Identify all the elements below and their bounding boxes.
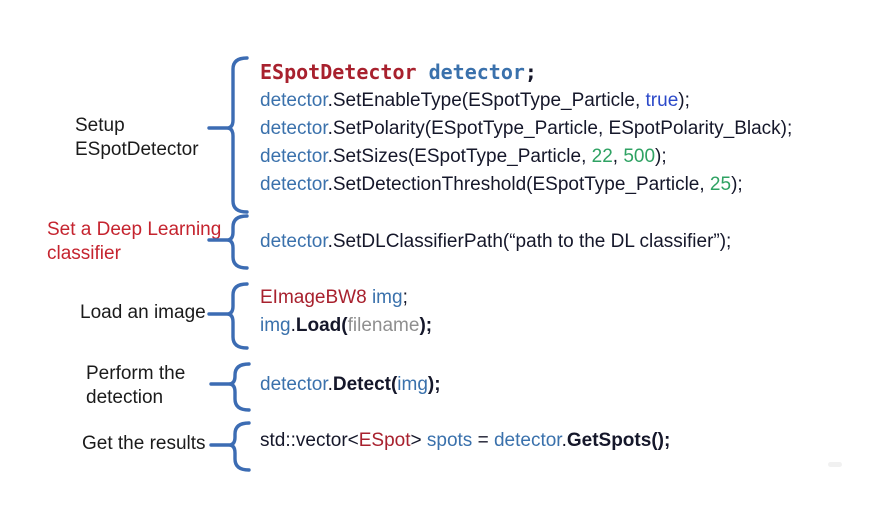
code-token: Load (295, 315, 342, 336)
code-token (417, 60, 429, 84)
label-set-dl-classifier: Set a Deep Learning classifier (47, 218, 221, 266)
code-block-load-image: EImageBW8 img;img.Load(filename); (260, 284, 432, 340)
code-token: detector (428, 60, 525, 84)
brace-results-icon (209, 421, 251, 472)
code-token: detector (260, 374, 328, 395)
code-token: .SetDetectionThreshold(ESpotType_Particl… (327, 174, 710, 195)
code-token: . (327, 374, 333, 395)
code-token: detector (260, 118, 328, 139)
code-token: ); (427, 374, 441, 395)
code-block-results: std::vector<ESpot> spots = detector.GetS… (260, 427, 670, 455)
code-token: . (561, 430, 567, 451)
brace-setup-icon (207, 56, 249, 214)
code-token: .SetPolarity(ESpotType_Particle, ESpotPo… (327, 118, 793, 139)
code-token: detector (260, 146, 328, 167)
code-token: img (397, 374, 428, 395)
code-token: ESpot (358, 430, 411, 451)
code-line: std::vector<ESpot> spots = detector.GetS… (260, 427, 670, 455)
code-line: detector.SetPolarity(ESpotType_Particle,… (260, 115, 792, 143)
code-token: Detect (332, 374, 391, 395)
label-perform-the-detection: Perform the detection (86, 362, 185, 410)
code-token: . (290, 315, 296, 336)
code-token: EImageBW8 (260, 287, 367, 308)
brace-load-image-icon (207, 282, 249, 350)
faint-artifact-mark (828, 462, 842, 467)
label-line: Get the results (82, 433, 206, 454)
code-block-detect: detector.Detect(img); (260, 371, 441, 399)
brace-path (207, 56, 249, 214)
label-line: classifier (47, 243, 121, 264)
code-token: ); (678, 90, 690, 111)
code-token: > (410, 430, 427, 451)
code-token: 500 (623, 146, 656, 167)
code-token: 22 (591, 146, 613, 167)
code-token: (); (651, 430, 671, 451)
brace-path (209, 362, 251, 412)
brace-dl-classifier-icon (207, 214, 249, 270)
code-token: ); (731, 174, 743, 195)
code-token: GetSpots (566, 430, 652, 451)
code-token: true (645, 90, 679, 111)
code-token: detector (493, 430, 562, 451)
code-token: , (612, 146, 624, 167)
code-line: detector.SetEnableType(ESpotType_Particl… (260, 87, 792, 115)
code-token: detector (260, 231, 328, 252)
code-line: detector.SetDetectionThreshold(ESpotType… (260, 171, 792, 199)
code-token: .SetDLClassifierPath(“path to the DL cla… (327, 231, 732, 252)
code-token: ESpotDetector (260, 60, 417, 84)
code-token: 25 (709, 174, 732, 195)
code-token: ); (419, 315, 433, 336)
brace-detect-icon (209, 362, 251, 412)
code-token: spots (426, 430, 473, 451)
label-load-an-image: Load an image (80, 301, 206, 325)
code-line: detector.SetSizes(ESpotType_Particle, 22… (260, 143, 792, 171)
code-token: ; (402, 287, 408, 308)
brace-path (207, 214, 249, 270)
code-token: ( (341, 315, 348, 336)
code-token: = (472, 430, 494, 451)
brace-path (209, 421, 251, 472)
code-line: ESpotDetector detector; (260, 57, 792, 87)
brace-path (207, 282, 249, 350)
code-token: detector (260, 174, 328, 195)
code-token: detector (260, 90, 328, 111)
code-token: .SetEnableType(ESpotType_Particle, (327, 90, 646, 111)
label-line: detection (86, 387, 164, 408)
label-line: ESpotDetector (75, 139, 199, 160)
label-line: Load an image (80, 302, 206, 323)
code-token: ); (655, 146, 667, 167)
code-token: filename (347, 315, 420, 336)
code-token: ; (524, 60, 537, 84)
code-line: detector.Detect(img); (260, 371, 441, 399)
label-line: Perform the (86, 363, 186, 384)
code-token: img (260, 315, 291, 336)
label-line: Setup (75, 115, 125, 136)
label-line: Set a Deep Learning (47, 219, 222, 240)
code-token: img (371, 287, 403, 308)
code-token: ( (390, 374, 398, 395)
code-token: std::vector< (260, 430, 359, 451)
code-line: EImageBW8 img; (260, 284, 432, 312)
code-block-setup: ESpotDetector detector;detector.SetEnabl… (260, 57, 792, 199)
label-get-the-results: Get the results (82, 432, 206, 456)
code-line: img.Load(filename); (260, 312, 432, 340)
code-line: detector.SetDLClassifierPath(“path to th… (260, 228, 731, 256)
code-block-dl-classifier: detector.SetDLClassifierPath(“path to th… (260, 228, 731, 256)
code-token: .SetSizes(ESpotType_Particle, (327, 146, 592, 167)
